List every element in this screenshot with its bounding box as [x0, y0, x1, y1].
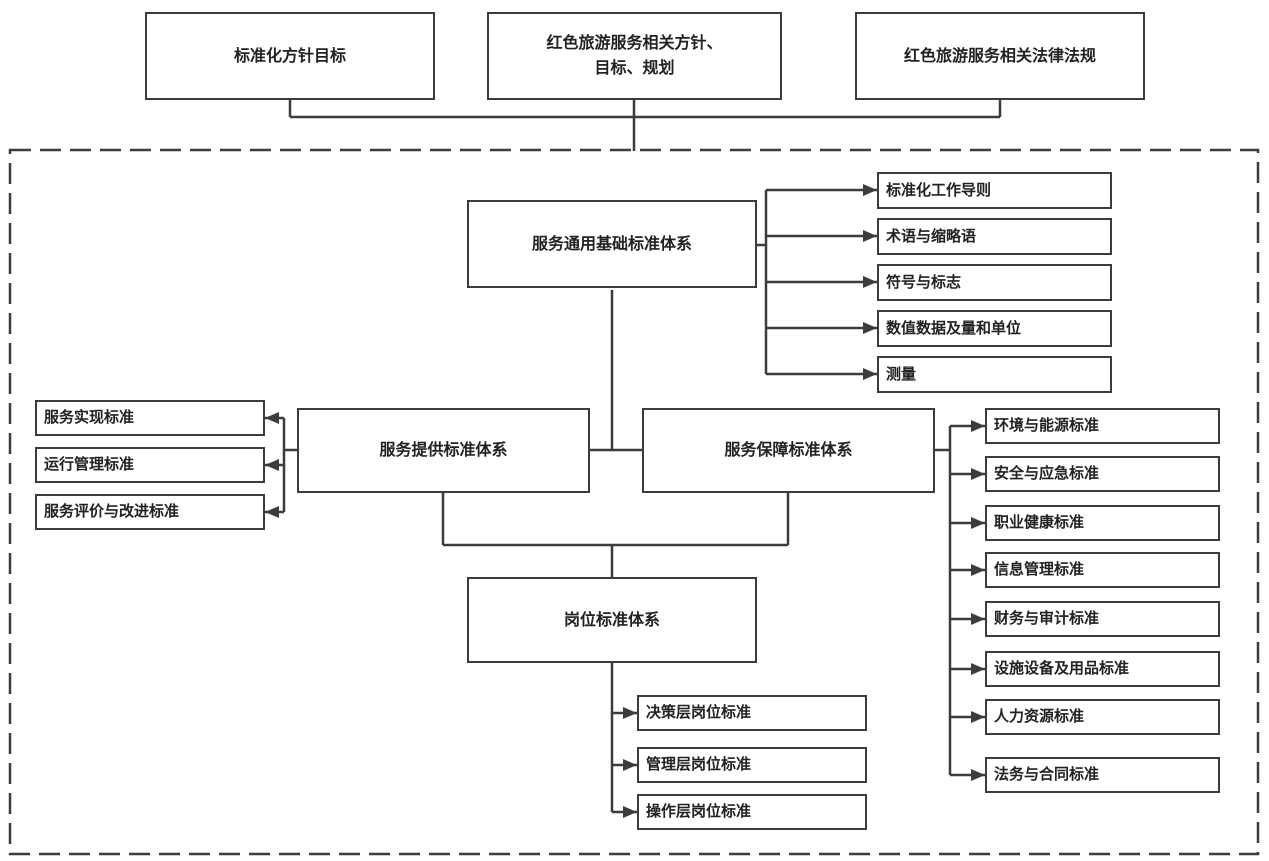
node-label: 红色旅游服务相关方针、 目标、规划 — [546, 33, 723, 77]
general-leaf-node: 术语与缩略语 — [877, 218, 1112, 255]
node-label: 测量 — [886, 364, 917, 383]
guarantee-leaf-node: 环境与能源标准 — [985, 408, 1220, 444]
node-label: 服务提供标准体系 — [379, 440, 508, 460]
node-position-standard-system: 岗位标准体系 — [467, 577, 757, 663]
node-service-provision-standard-system: 服务提供标准体系 — [297, 408, 590, 493]
guarantee-leaf-node: 信息管理标准 — [985, 552, 1220, 588]
node-label: 法务与合同标准 — [994, 765, 1100, 784]
node-label: 管理层岗位标准 — [646, 755, 752, 774]
node-label: 运行管理标准 — [44, 455, 135, 474]
provide-leaf-node: 服务实现标准 — [35, 400, 265, 436]
guarantee-leaf-node: 安全与应急标准 — [985, 456, 1220, 492]
node-label: 职业健康标准 — [994, 513, 1085, 532]
node-label: 服务评价与改进标准 — [44, 502, 180, 521]
general-leaf-node: 标准化工作导则 — [877, 172, 1112, 209]
node-label: 红色旅游服务相关法律法规 — [903, 45, 1096, 65]
node-label: 人力资源标准 — [994, 707, 1085, 726]
node-label: 设施设备及用品标准 — [994, 659, 1130, 678]
node-label: 服务保障标准体系 — [724, 440, 853, 460]
node-label: 标准化工作导则 — [886, 180, 992, 199]
general-leaf-node: 数值数据及量和单位 — [877, 310, 1112, 347]
node-label: 符号与标志 — [886, 272, 962, 291]
node-label: 术语与缩略语 — [886, 226, 977, 245]
top-node-standardization-policy-goal: 标准化方针目标 — [145, 12, 435, 100]
node-label: 环境与能源标准 — [994, 416, 1100, 435]
top-node-red-tourism-laws: 红色旅游服务相关法律法规 — [855, 12, 1145, 100]
dashed-boundary — [8, 148, 1260, 856]
provide-leaf-node: 服务评价与改进标准 — [35, 494, 265, 530]
general-leaf-node: 测量 — [877, 356, 1112, 393]
general-leaf-node: 符号与标志 — [877, 264, 1112, 301]
node-service-guarantee-standard-system: 服务保障标准体系 — [642, 408, 935, 493]
position-leaf-node: 决策层岗位标准 — [637, 695, 867, 731]
guarantee-leaf-node: 法务与合同标准 — [985, 757, 1220, 793]
node-label: 数值数据及量和单位 — [886, 318, 1022, 337]
node-label: 标准化方针目标 — [233, 45, 346, 65]
position-leaf-node: 管理层岗位标准 — [637, 747, 867, 783]
node-label: 决策层岗位标准 — [646, 703, 752, 722]
top-node-red-tourism-policy-plan: 红色旅游服务相关方针、 目标、规划 — [487, 12, 782, 100]
node-label: 服务通用基础标准体系 — [531, 233, 692, 253]
guarantee-leaf-node: 设施设备及用品标准 — [985, 651, 1220, 687]
guarantee-leaf-node: 人力资源标准 — [985, 699, 1220, 735]
node-label: 信息管理标准 — [994, 560, 1085, 579]
position-leaf-node: 操作层岗位标准 — [637, 794, 867, 830]
guarantee-leaf-node: 职业健康标准 — [985, 505, 1220, 541]
node-label: 岗位标准体系 — [563, 609, 660, 629]
node-label: 安全与应急标准 — [994, 464, 1100, 483]
provide-leaf-node: 运行管理标准 — [35, 447, 265, 483]
node-general-basic-standard-system: 服务通用基础标准体系 — [467, 200, 757, 288]
guarantee-leaf-node: 财务与审计标准 — [985, 601, 1220, 637]
node-label: 财务与审计标准 — [994, 609, 1100, 628]
node-label: 服务实现标准 — [44, 408, 135, 427]
node-label: 操作层岗位标准 — [646, 802, 752, 821]
